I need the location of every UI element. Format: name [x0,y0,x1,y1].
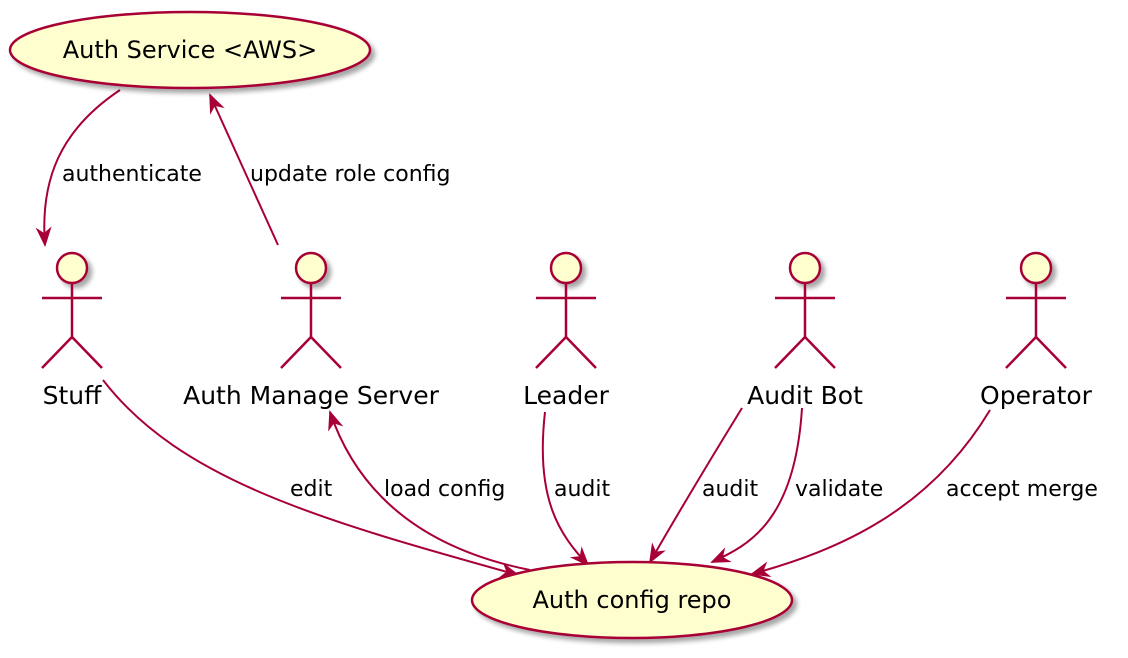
edge-label-accept-merge: accept merge [946,477,1098,502]
edge-label-validate: validate [795,477,883,502]
edge-label-load-config: load config [384,477,505,502]
usecase-label-auth-config-repo: Auth config repo [533,586,732,614]
edge-authenticate [35,89,121,247]
actor-operator [1005,251,1067,369]
actor-auth-manage-server [280,251,342,369]
edge-label-bot-audit: audit [702,477,759,502]
usecase-auth-config-repo: Auth config repo [470,560,794,640]
actor-stuff [41,251,103,369]
edge-validate [710,407,803,563]
actor-leader [535,251,597,369]
edge-edit [102,379,520,578]
edge-bot-audit [649,407,743,564]
usecase-auth-service: Auth Service <AWS> [8,10,372,90]
actor-label-operator: Operator [980,381,1093,410]
actor-label-stuff: Stuff [43,381,103,410]
edge-label-edit: edit [290,477,333,502]
actor-label-audit-bot: Audit Bot [747,381,863,410]
usecase-label-auth-service: Auth Service <AWS> [63,36,318,64]
edge-leader-audit [541,411,590,567]
edge-load-config [328,410,531,571]
edge-update-role-config [209,93,279,246]
actor-audit-bot [774,251,836,369]
edge-label-update-role-config: update role config [250,162,451,187]
edge-label-authenticate: authenticate [62,162,202,187]
actor-label-auth-manage-server: Auth Manage Server [183,381,439,410]
edge-accept-merge [750,409,991,577]
actor-label-leader: Leader [523,381,609,410]
edge-label-leader-audit: audit [554,477,611,502]
